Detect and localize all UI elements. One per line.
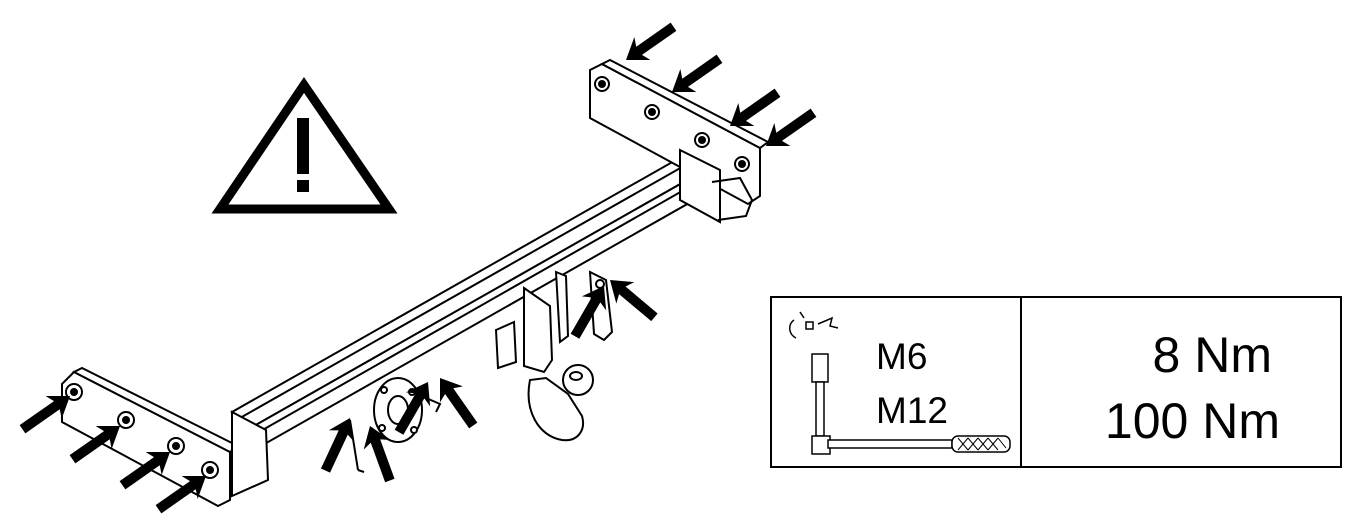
torque-wrench-icon: [789, 311, 1011, 455]
bolt-size-m12: M12: [876, 390, 948, 431]
warning-triangle-icon: [211, 77, 398, 214]
cross-beam: [230, 150, 714, 452]
bolt-size-m6: M6: [876, 336, 928, 377]
left-mounting-bracket: [61, 366, 270, 508]
bolt-size-cell: M6 M12: [772, 298, 1022, 466]
arrow-icon: [757, 101, 822, 158]
torque-value-m12: 100 Nm: [1104, 393, 1280, 449]
rotate-icon: [789, 311, 839, 339]
tow-ball-neck: [494, 270, 594, 442]
arrow-icon: [312, 412, 363, 477]
torque-specification-table: M6 M12 8 Nm 100 Nm: [770, 296, 1342, 468]
torque-value-m6: 8 Nm: [1152, 327, 1272, 383]
hook-bracket: [588, 270, 614, 342]
torque-value-cell: 8 Nm 100 Nm: [1022, 298, 1340, 466]
arrow-icon: [617, 15, 682, 72]
